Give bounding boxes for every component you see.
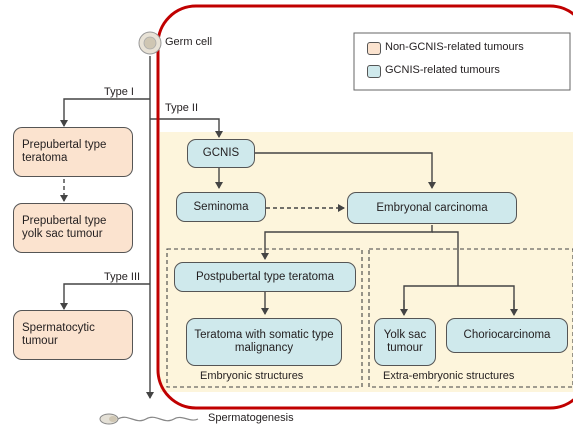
type-i-label: Type I (104, 86, 134, 98)
group-label-extra-embryonic: Extra-embryonic structures (383, 370, 515, 382)
germ-cell-icon (138, 31, 162, 55)
legend-label-non-gcnis: Non-GCNIS-related tumours (385, 41, 524, 53)
legend-swatch-non-gcnis (367, 42, 381, 55)
extra-embryonic-structures-box (368, 248, 573, 388)
node-postpubertal-teratoma: Postpubertal type teratoma (174, 262, 356, 292)
node-prepubertal-teratoma: Prepubertal type teratoma (13, 127, 133, 177)
node-seminoma: Seminoma (176, 192, 266, 222)
embryonic-structures-box (166, 248, 363, 388)
node-prepubertal-yolk-sac: Prepubertal type yolk sac tumour (13, 203, 133, 253)
spermatozoon-icon (99, 413, 199, 425)
embryonal-to-extra-embryonic (432, 231, 459, 286)
legend-frame (353, 32, 571, 91)
type-iii-label: Type III (104, 271, 141, 283)
gcnis-to-embryonal (255, 152, 436, 189)
node-embryonal-carcinoma: Embryonal carcinoma (347, 192, 517, 224)
type-ii-label: Type II (165, 102, 199, 114)
spermatogenesis-label: Spermatogenesis (208, 412, 294, 424)
node-choriocarcinoma: Choriocarcinoma (446, 318, 568, 353)
node-teratoma-somatic: Teratoma with somatic type malignancy (186, 318, 342, 366)
node-yolk-sac-tumour: Yolk sac tumour (374, 318, 436, 366)
type-iii-connector (60, 283, 150, 310)
type-i-connector (60, 98, 150, 127)
embryonal-to-postpubertal (261, 225, 433, 260)
highlight-outline (156, 4, 573, 410)
type-ii-connector (150, 118, 223, 138)
legend-swatch-gcnis (367, 65, 381, 78)
germ-cell-label: Germ cell (165, 36, 213, 48)
node-gcnis: GCNIS (187, 139, 255, 168)
node-spermatocytic-tumour: Spermatocytic tumour (13, 310, 133, 360)
group-label-embryonic: Embryonic structures (200, 370, 304, 382)
legend-label-gcnis: GCNIS-related tumours (385, 64, 500, 76)
